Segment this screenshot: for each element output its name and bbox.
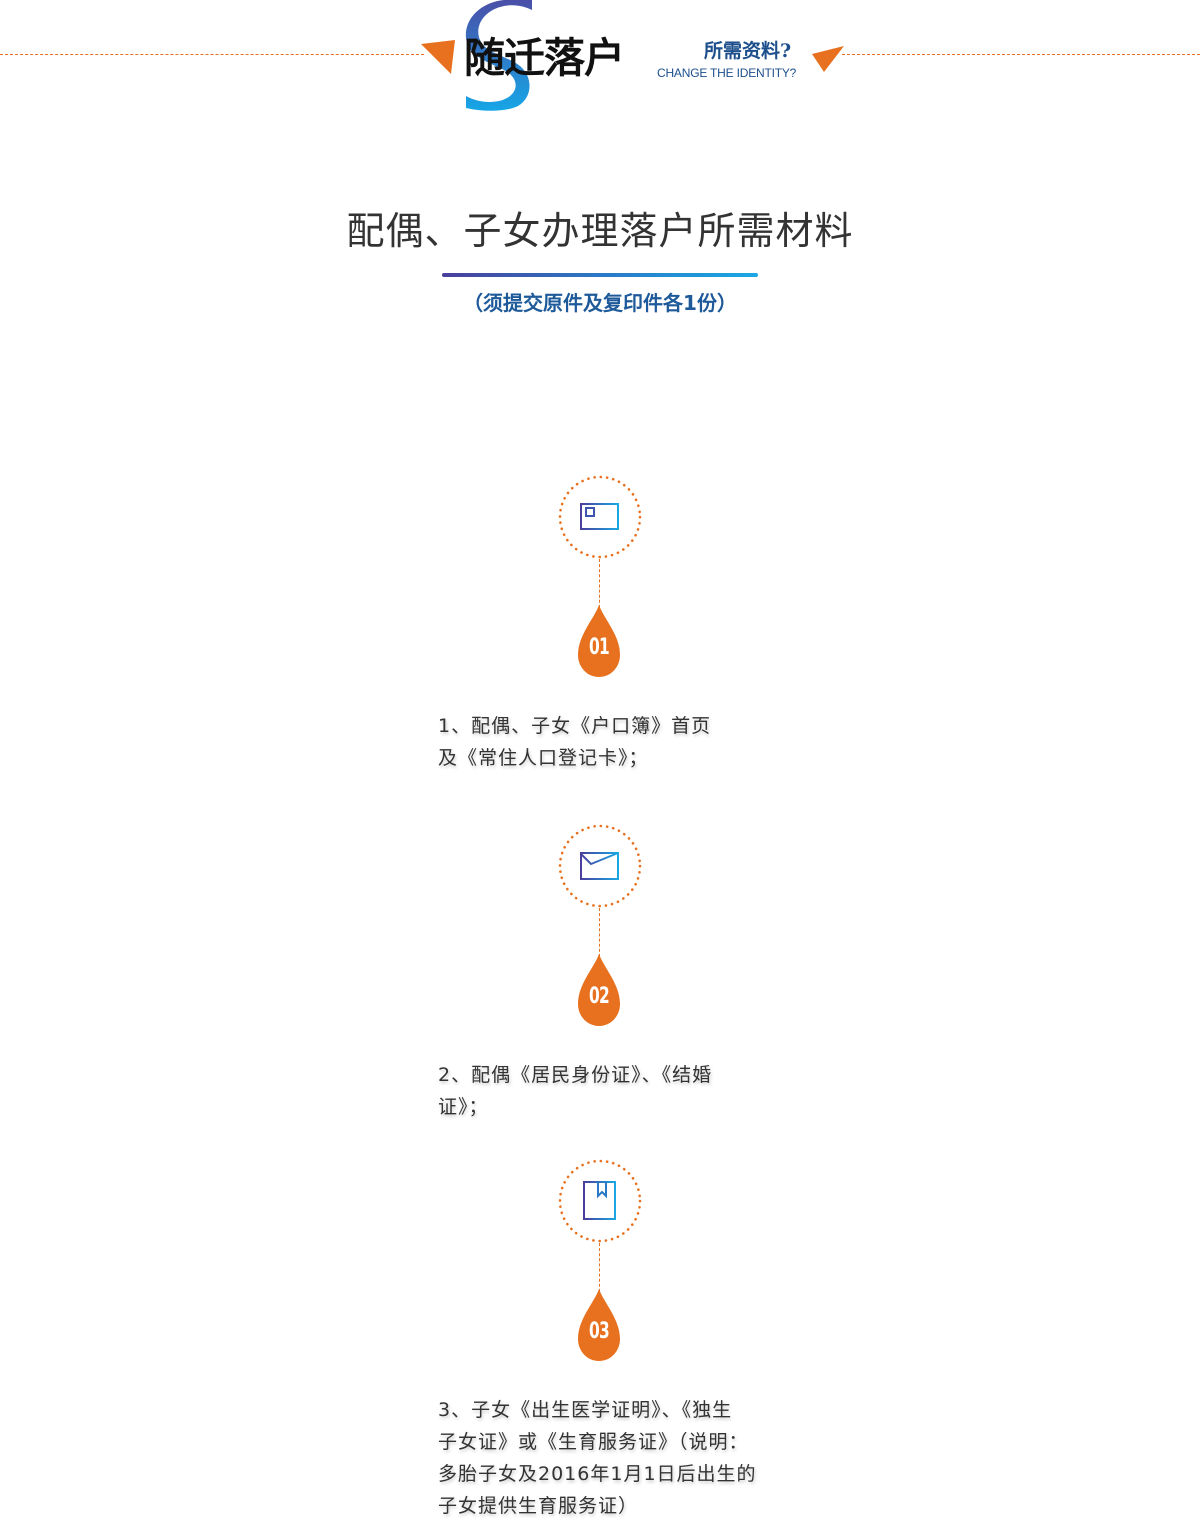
- step-number: 01: [589, 635, 610, 660]
- step-description: 3、子女《出生医学证明》、《独生 子女证》或《生育服务证》（说明： 多胎子女及2…: [438, 1394, 768, 1522]
- orange-triangle-left-icon: [421, 40, 455, 74]
- bookmark-book-icon: [583, 1181, 616, 1220]
- title-underline-bar: [442, 273, 758, 277]
- logo-s-icon: [465, 0, 532, 111]
- header-dashed-line-right: [842, 54, 1200, 55]
- header-dashed-line-left: [0, 54, 424, 55]
- header-question-cn: 所需资料?: [704, 40, 792, 62]
- page-subtitle: （须提交原件及复印件各1份）: [463, 291, 737, 315]
- step-number: 02: [589, 984, 610, 1009]
- envelope-icon: [580, 852, 619, 880]
- step-number: 03: [589, 1319, 610, 1344]
- step-text-line: 多胎子女及2016年1月1日后出生的: [438, 1463, 757, 1485]
- step-text-line: 子女提供生育服务证）: [438, 1495, 639, 1517]
- orange-triangle-right-icon: [812, 46, 844, 72]
- drop-badge-icon: [578, 954, 620, 1026]
- dotted-circle: [558, 1159, 642, 1243]
- header-question-en: CHANGE THE IDENTITY?: [657, 66, 797, 80]
- page-title: 配偶、子女办理落户所需材料: [346, 209, 854, 253]
- step-text-line: 及《常住人口登记卡》；: [438, 747, 649, 769]
- step-description: 2、配偶《居民身份证》、《结婚 证》；: [438, 1059, 768, 1123]
- id-card-icon: [580, 503, 619, 530]
- step-text-line: 子女证》或《生育服务证》（说明：: [438, 1431, 749, 1453]
- drop-badge-icon: [578, 1289, 620, 1361]
- dashed-connector: [599, 1243, 600, 1297]
- dotted-circle: [558, 475, 642, 559]
- dashed-connector: [599, 908, 600, 962]
- step-text-line: 2、配偶《居民身份证》、《结婚: [438, 1064, 713, 1086]
- step-description: 1、配偶、子女《户口簿》首页 及《常住人口登记卡》；: [438, 710, 768, 774]
- dashed-connector: [599, 559, 600, 613]
- step-text-line: 证》；: [438, 1096, 489, 1118]
- drop-badge-icon: [578, 605, 620, 677]
- dotted-circle: [558, 824, 642, 908]
- step-text-line: 1、配偶、子女《户口簿》首页: [438, 715, 712, 737]
- logo-title: 随迁落户: [464, 34, 625, 82]
- step-text-line: 3、子女《出生医学证明》、《独生: [438, 1399, 733, 1421]
